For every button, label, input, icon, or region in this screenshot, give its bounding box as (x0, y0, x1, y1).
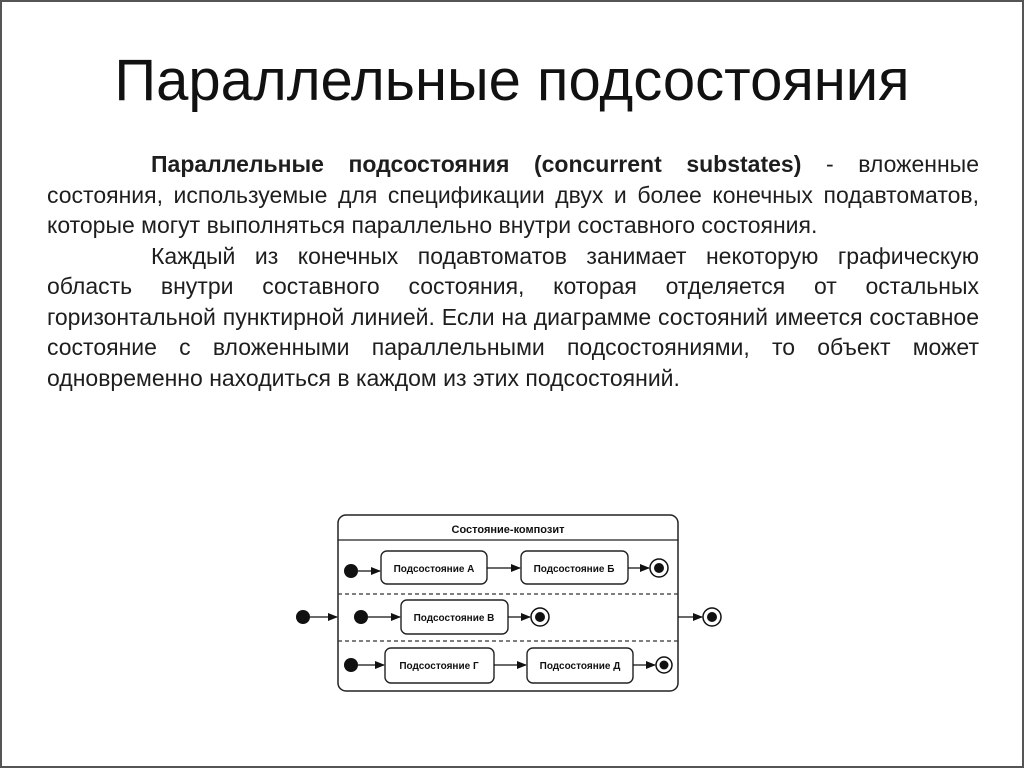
region-3-initial-state (344, 658, 358, 672)
outer-final-state (702, 607, 722, 627)
paragraph-1: Параллельные подсостояния (concurrent su… (47, 149, 979, 241)
region-3-final-state (655, 656, 673, 674)
substate-b-label: Подсостояние Б (534, 564, 615, 575)
substate-d-label: Подсостояние Д (540, 661, 621, 672)
region-2-initial-state (354, 610, 368, 624)
paragraph-1-text: - вложенные состояния, используемые для … (47, 151, 980, 238)
region-1-final-state (649, 558, 669, 578)
body-text: Параллельные подсостояния (concurrent su… (47, 149, 979, 393)
composite-state-label: Состояние-композит (452, 524, 566, 536)
outer-initial-state (296, 610, 310, 624)
substate-v-label: Подсостояние В (414, 613, 495, 624)
slide-title: Параллельные подсостояния (114, 48, 910, 113)
term-concurrent-substates: Параллельные подсостояния (concurrent su… (151, 151, 802, 177)
substate-g-label: Подсостояние Г (399, 661, 479, 672)
paragraph-2: Каждый из конечных подавтоматов занимает… (47, 242, 979, 391)
substate-a-label: Подсостояние А (394, 564, 475, 575)
region-2-final-state (530, 607, 550, 627)
region-1-initial-state (344, 564, 358, 578)
